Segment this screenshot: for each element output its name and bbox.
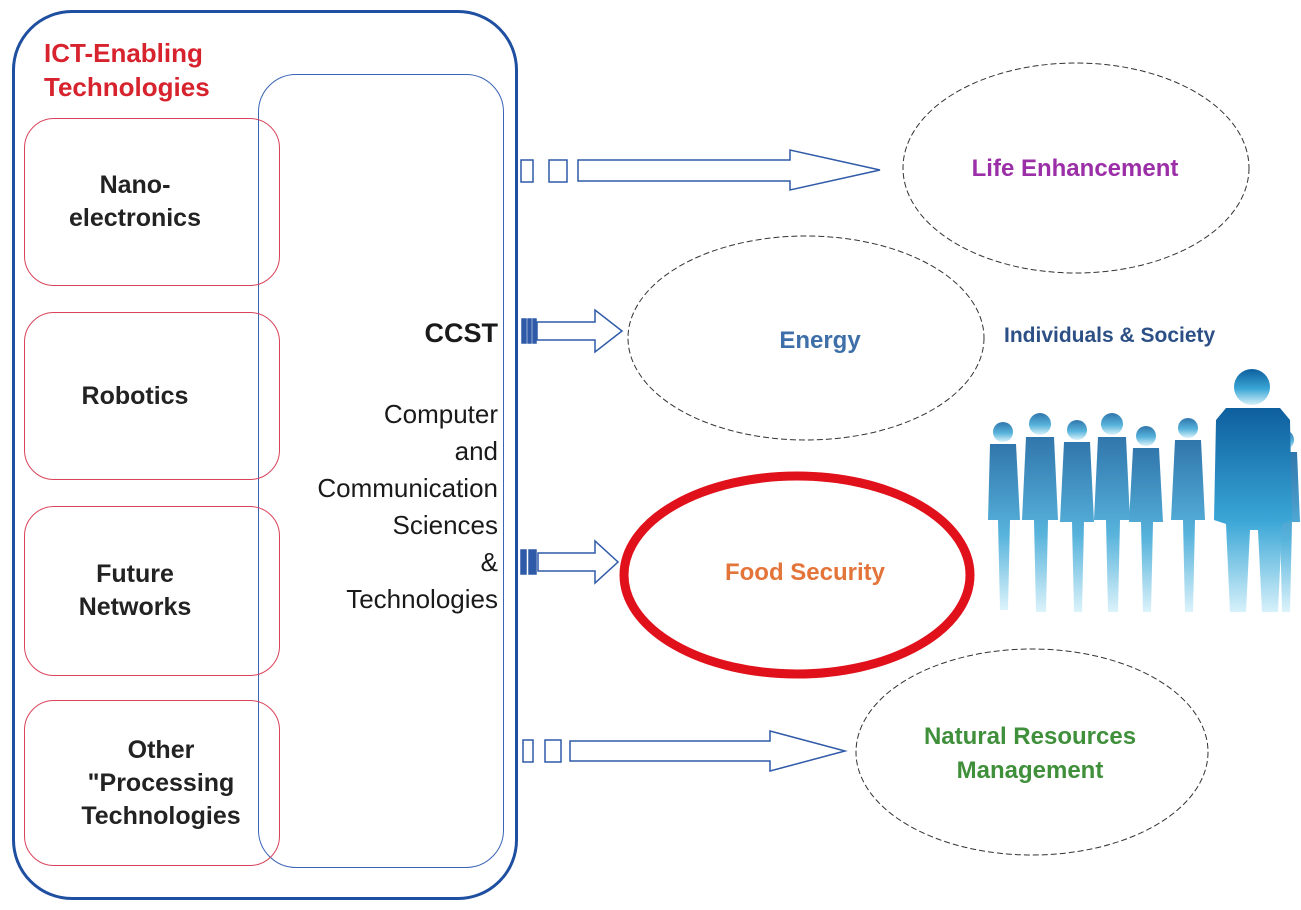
people-silhouette-icon	[988, 369, 1300, 612]
ellipse-life-enhancement	[902, 62, 1250, 274]
tech-box-robotics: Robotics	[24, 312, 280, 480]
ccst-acronym: CCST	[424, 318, 499, 348]
outcome-label-life-enhancement: Life Enhancement	[971, 155, 1179, 182]
tech-box-future-networks: Future Networks	[24, 506, 280, 676]
tech-label-nanoelectronics: Nano- electronics	[68, 171, 201, 232]
tech-label-future-networks: Future Networks	[78, 560, 192, 621]
arrow-to-natural-resources	[522, 730, 848, 772]
ccst-full-name: Computer and Communication Sciences & Te…	[317, 399, 498, 614]
outcome-label-energy: Energy	[779, 327, 861, 354]
ellipse-food-security-highlight	[619, 471, 975, 679]
ict-enabling-title: ICT-Enabling Technologies	[44, 38, 210, 102]
tech-label-other-processing: Other "Processing Technologies	[81, 735, 241, 830]
tech-box-other-processing: Other "Processing Technologies	[24, 700, 280, 866]
ict-enabling-container	[12, 10, 518, 900]
individuals-society-label: Individuals & Society	[1004, 324, 1216, 347]
ellipse-energy	[627, 235, 985, 441]
ellipse-natural-resources	[855, 648, 1209, 856]
outcome-label-natural-resources: Natural Resources Management	[923, 723, 1137, 784]
tech-label-robotics: Robotics	[81, 381, 189, 410]
arrow-to-food-security	[520, 539, 620, 585]
arrow-to-life-enhancement	[520, 149, 881, 191]
arrow-to-energy	[521, 308, 624, 354]
outcome-label-food-security: Food Security	[724, 559, 886, 586]
tech-box-nanoelectronics: Nano- electronics	[24, 118, 280, 286]
